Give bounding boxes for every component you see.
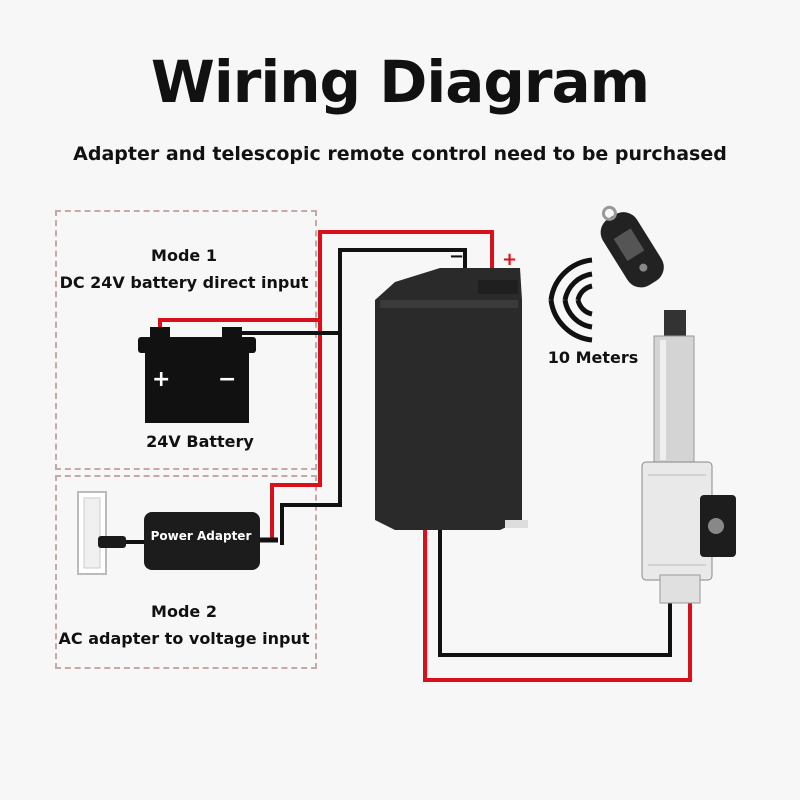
wall-outlet-icon — [77, 491, 146, 575]
power-adapter-icon — [144, 512, 278, 570]
battery-plus-label: + — [152, 367, 171, 392]
power-adapter-label: Power Adapter — [150, 529, 252, 543]
controller-icon — [375, 268, 528, 530]
signal-waves-icon — [548, 257, 593, 343]
actuator-positive-wire — [423, 530, 692, 682]
controller-minus-label: − — [449, 246, 465, 267]
actuator-negative-wire — [438, 530, 672, 657]
remote-range-label: 10 Meters — [547, 348, 639, 367]
linear-actuator-icon — [641, 310, 736, 604]
diagram-title: Wiring Diagram — [150, 48, 650, 116]
controller-plus-label: + — [502, 249, 518, 270]
battery-minus-label: − — [218, 367, 237, 392]
adapter-negative-wire — [280, 333, 342, 545]
mode1-heading: Mode 1 — [151, 246, 217, 265]
mode2-heading: Mode 2 — [151, 602, 217, 621]
mode2-description: AC adapter to voltage input — [58, 629, 310, 648]
battery-negative-wire — [232, 248, 467, 335]
mode1-box — [55, 210, 317, 470]
adapter-positive-wire — [270, 320, 322, 540]
mode2-box — [55, 475, 317, 669]
diagram-subtitle: Adapter and telescopic remote control ne… — [73, 143, 727, 165]
battery-positive-wire — [158, 230, 494, 333]
battery-icon — [138, 327, 256, 423]
battery-label: 24V Battery — [146, 432, 254, 451]
mode1-description: DC 24V battery direct input — [59, 273, 309, 292]
remote-control-icon — [600, 205, 664, 288]
